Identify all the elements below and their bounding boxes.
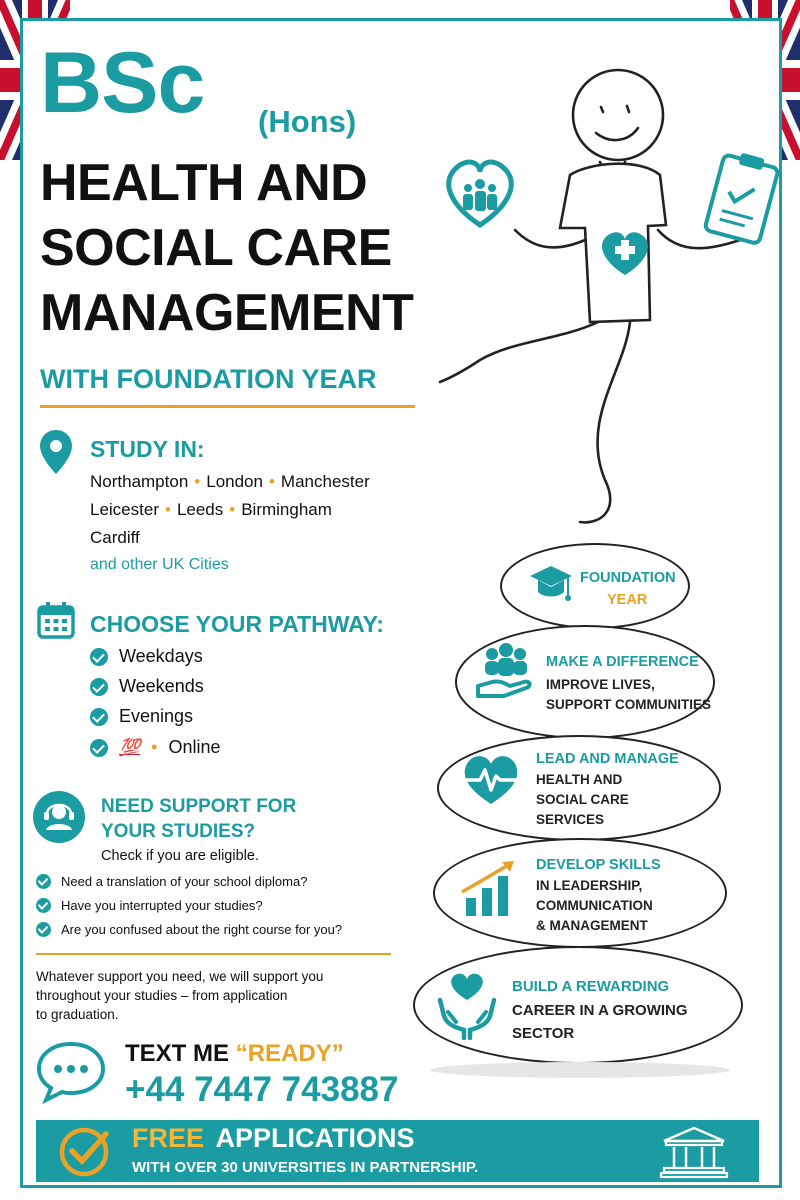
stone-title: FOUNDATION <box>580 570 676 586</box>
hands-heart-icon <box>436 968 498 1045</box>
pathway-option: Weekends <box>90 676 204 697</box>
support-question: Are you confused about the right course … <box>36 922 342 937</box>
degree-abbreviation: BSc <box>40 35 205 131</box>
support-title-line-1: NEED SUPPORT FOR <box>101 796 297 817</box>
checkmark-icon <box>90 647 108 666</box>
question-text: Are you confused about the right course … <box>61 922 343 937</box>
stone-line: SOCIAL CARE <box>536 792 629 807</box>
chat-bubble-icon <box>34 1040 108 1109</box>
city-name: Leeds <box>176 500 224 519</box>
free-applications-banner <box>36 1120 759 1182</box>
free-label: FREE <box>132 1123 205 1153</box>
course-title-line-3: MANAGEMENT <box>40 284 414 342</box>
stone-title: LEAD AND MANAGE <box>536 751 679 767</box>
city-name: London <box>206 472 263 491</box>
support-statement: Whatever support you need, we will suppo… <box>36 967 323 1024</box>
stone-foundation-year <box>500 543 690 629</box>
divider-rule <box>40 405 415 408</box>
location-pin-icon <box>38 428 74 481</box>
stick-figure-illustration <box>438 68 780 524</box>
stone-title: BUILD A REWARDING <box>512 978 670 995</box>
question-text: Need a translation of your school diplom… <box>61 874 308 889</box>
medical-heart-cross-icon <box>602 232 648 275</box>
pathway-option: Weekdays <box>90 646 203 667</box>
graduation-cap-icon <box>528 562 574 611</box>
university-building-icon <box>658 1125 730 1184</box>
city-name: Northampton <box>90 472 189 491</box>
text-me-label: TEXT ME <box>125 1040 230 1067</box>
course-title-line-2: SOCIAL CARE <box>40 219 392 277</box>
checkmark-icon <box>36 874 51 889</box>
pathway-label: Evenings <box>119 706 194 726</box>
pathway-title: CHOOSE YOUR PATHWAY: <box>90 611 384 637</box>
checkmark-icon <box>36 898 51 913</box>
statement-line: Whatever support you need, we will suppo… <box>36 969 324 984</box>
city-list-row-1: Northampton•London•Manchester <box>90 472 370 491</box>
course-title-line-1: HEALTH AND <box>40 154 368 212</box>
support-title-line-2: YOUR STUDIES? <box>101 821 256 842</box>
clipboard-icon <box>703 153 780 245</box>
support-question: Need a translation of your school diplom… <box>36 874 307 889</box>
course-subtitle: WITH FOUNDATION YEAR <box>40 364 377 394</box>
divider-rule <box>36 953 391 955</box>
growth-chart-icon <box>460 858 520 925</box>
question-text: Have you interrupted your studies? <box>61 898 263 913</box>
stone-line: SERVICES <box>536 812 605 827</box>
heart-pulse-icon <box>460 752 522 811</box>
applications-label: APPLICATIONS <box>215 1123 415 1153</box>
stone-line: HEALTH AND <box>536 772 623 787</box>
stone-line: & MANAGEMENT <box>536 918 648 933</box>
banner-headline: FREE APPLICATIONS <box>132 1123 415 1154</box>
honours-label: (Hons) <box>258 104 357 139</box>
stone-title: MAKE A DIFFERENCE <box>546 654 699 670</box>
ground-shadow <box>430 1062 730 1078</box>
calendar-icon <box>36 600 76 645</box>
checkmark-icon <box>90 738 108 757</box>
pathway-option: 💯•Online <box>90 737 221 758</box>
city-name: Birmingham <box>241 500 332 519</box>
city-name: Leicester <box>90 500 159 519</box>
stone-title: DEVELOP SKILLS <box>536 857 661 873</box>
headset-support-icon <box>32 790 86 849</box>
phone-number[interactable]: +44 7447 743887 <box>125 1070 399 1109</box>
stone-line: COMMUNICATION <box>536 898 653 913</box>
check-circle-icon <box>58 1126 112 1183</box>
city-list-row-2: Leicester•Leeds•Birmingham <box>90 500 332 519</box>
stone-line: IMPROVE LIVES, <box>546 677 655 692</box>
pathway-label: Weekdays <box>119 646 203 666</box>
pathway-label: Weekends <box>119 676 204 696</box>
text-me-prompt: TEXT ME “READY” <box>125 1040 344 1068</box>
stone-line: SECTOR <box>512 1025 575 1042</box>
statement-line: to graduation. <box>36 1007 119 1022</box>
heart-people-icon <box>446 159 514 229</box>
checkmark-icon <box>90 677 108 696</box>
stone-title-year: YEAR <box>607 592 648 608</box>
pathway-option: Evenings <box>90 706 193 727</box>
banner-subline: WITH OVER 30 UNIVERSITIES IN PARTNERSHIP… <box>132 1159 479 1176</box>
stone-line: SUPPORT COMMUNITIES <box>546 697 712 712</box>
ready-keyword: “READY” <box>235 1040 344 1067</box>
stone-line: CAREER IN A GROWING <box>512 1002 688 1019</box>
pathway-label: Online <box>168 737 221 757</box>
statement-line: throughout your studies – from applicati… <box>36 988 288 1003</box>
eligibility-subtitle: Check if you are eligible. <box>101 848 259 864</box>
helping-hand-people-icon <box>474 640 536 707</box>
checkmark-icon <box>36 922 51 937</box>
hundred-points-icon: 💯 <box>119 737 141 757</box>
stone-build-career <box>413 946 743 1064</box>
city-name: Manchester <box>280 472 370 491</box>
city-name: Cardiff <box>90 528 140 547</box>
checkmark-icon <box>90 707 108 726</box>
support-question: Have you interrupted your studies? <box>36 898 263 913</box>
stone-line: IN LEADERSHIP, <box>536 878 643 893</box>
study-in-title: STUDY IN: <box>90 436 205 462</box>
other-cities-note: and other UK Cities <box>90 556 229 573</box>
